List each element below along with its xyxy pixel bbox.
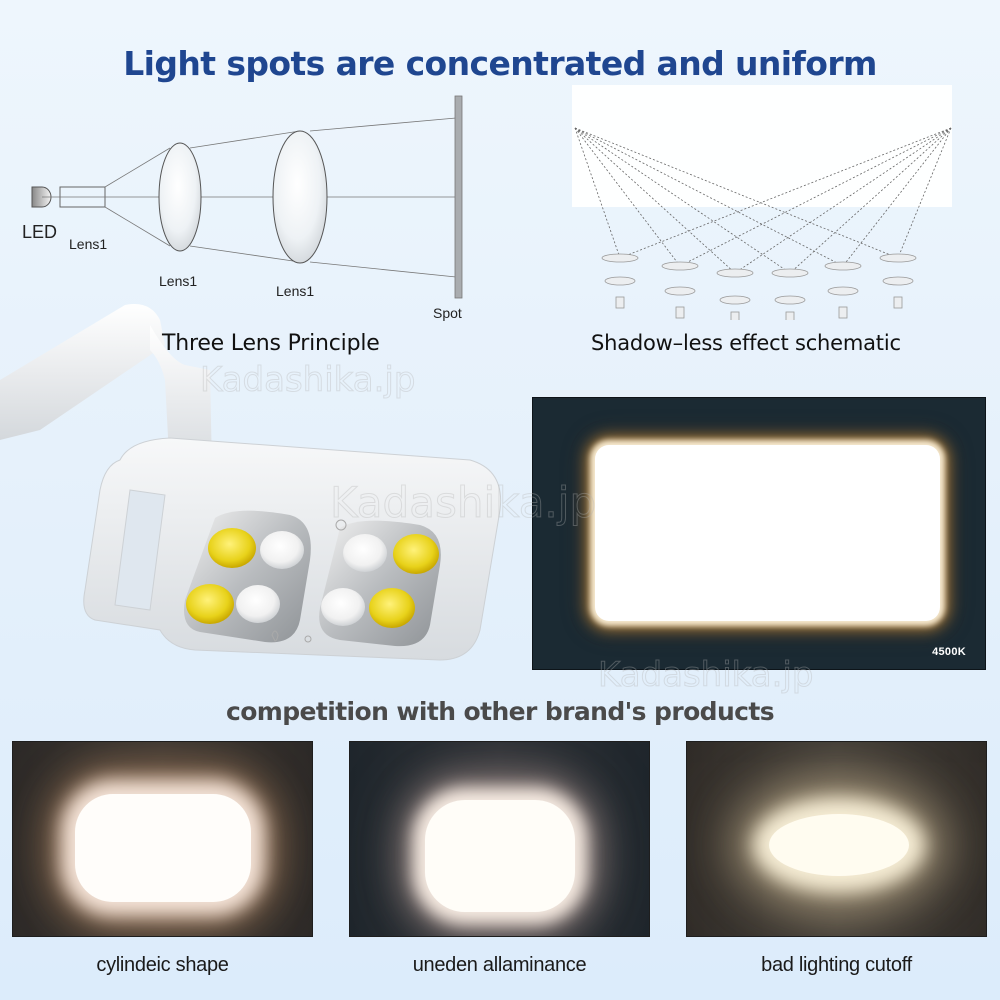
led-label: LED (22, 222, 58, 242)
schematic-lamp (716, 268, 754, 320)
schematic-backdrop (572, 85, 952, 207)
lens-label: Lens1 (69, 236, 108, 252)
lens-principle-caption: Three Lens Principle (162, 331, 380, 356)
comparison-title: competition with other brand's products (225, 697, 775, 726)
lens-1 (158, 142, 202, 252)
spot-label: Spot (433, 305, 462, 321)
comparison-caption-2: uneden allaminance (412, 954, 587, 976)
lens-2 (272, 130, 328, 264)
light-spot (595, 445, 940, 621)
comparison-photo-2 (349, 741, 650, 937)
schematic-lamp (661, 261, 699, 319)
schematic-lamps (601, 253, 917, 320)
schematic-lamp (601, 253, 639, 309)
tooth-icon (271, 630, 279, 642)
schematic-caption: Shadow–less effect schematic (591, 331, 901, 355)
comparison-photo-3 (686, 741, 987, 937)
schematic-lamp (879, 253, 917, 309)
bulbs (186, 528, 439, 628)
sun-icon (304, 635, 312, 643)
dental-lamp-illustration (0, 304, 502, 661)
spot-screen (454, 95, 463, 299)
comparison-caption-1: cylindeic shape (96, 954, 229, 976)
schematic-lamp (771, 268, 809, 320)
three-lens-diagram (31, 95, 463, 299)
led-icon (31, 186, 52, 208)
color-temperature-label: 4500K (932, 646, 966, 658)
schematic-lamp (824, 261, 862, 319)
comparison-photo-1 (12, 741, 313, 937)
lens-label: Lens1 (159, 273, 198, 289)
shadowless-schematic (574, 127, 952, 320)
comparison-caption-3: bad lighting cutoff (761, 954, 912, 976)
lens-label: Lens1 (276, 283, 315, 299)
power-icon (335, 519, 347, 531)
light-spot-photo: 4500K (532, 397, 986, 670)
page-title: Light spots are concentrated and uniform (123, 44, 877, 83)
